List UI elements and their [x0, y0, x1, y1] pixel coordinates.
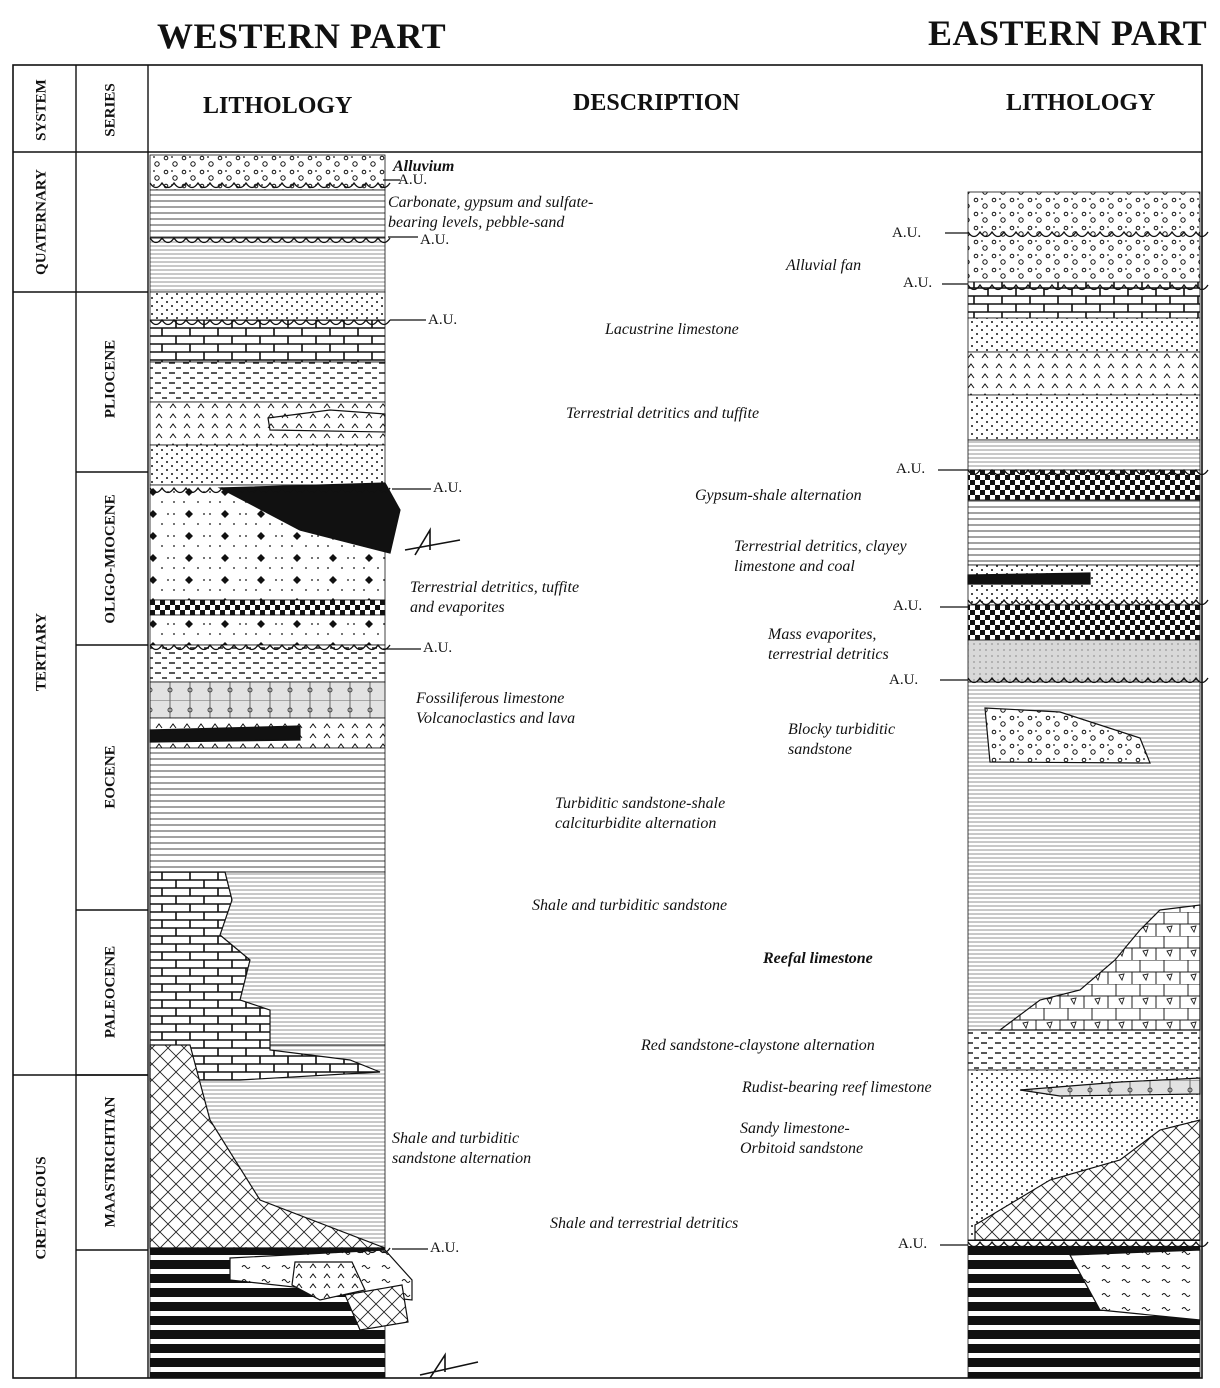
au-label: A.U.: [398, 172, 428, 188]
east-unconformity-4: [967, 676, 1209, 684]
system-column-header: SYSTEM: [33, 79, 50, 141]
east-band-0: [967, 191, 1201, 283]
east-unconformity-5: [967, 1240, 1209, 1248]
west-band-2: [149, 237, 386, 293]
west-tuffite-lens: [267, 409, 386, 433]
east-band-2: [967, 317, 1201, 353]
east-unconformity-0: [967, 230, 1209, 238]
east-coal-lens: [967, 572, 1091, 585]
system-quaternary: QUATERNARY: [33, 169, 50, 275]
desc-alluvium: Alluvium: [393, 158, 455, 175]
east-unconformity-2: [967, 468, 1209, 476]
east-band-8: [967, 564, 1201, 606]
desc-mass-evaporites: Mass evaporites,terrestrial detritics: [768, 626, 889, 663]
lithology-west-header: LITHOLOGY: [203, 93, 353, 119]
au-label: A.U.: [898, 1236, 928, 1252]
west-shale-wedge: [217, 482, 401, 554]
desc-terrestrial-tuffite: Terrestrial detritics and tuffite: [566, 405, 760, 422]
lithology-east-header: LITHOLOGY: [1006, 90, 1156, 116]
west-band-4: [149, 319, 386, 363]
west-fault-marker-2: [419, 1352, 479, 1379]
west-unconformity-0: [149, 181, 391, 189]
east-band-9: [967, 604, 1201, 641]
west-band-5: [149, 361, 386, 403]
series-pliocene: PLIOCENE: [102, 339, 119, 419]
east-band-7: [967, 499, 1201, 566]
east-blocky-sandstone-body: [984, 707, 1151, 764]
west-paleocene-limestone-body: [149, 871, 381, 1081]
east-band-5: [967, 439, 1201, 471]
east-band-4: [967, 394, 1201, 441]
desc-reefal-limestone: Reefal limestone: [763, 950, 873, 967]
au-label: A.U.: [893, 598, 923, 614]
series-maastrichtian: MAASTRICHTIAN: [102, 1096, 119, 1228]
au-label: A.U.: [428, 312, 458, 328]
desc-sandy-limestone: Sandy limestone-Orbitoid sandstone: [740, 1120, 864, 1157]
west-unconformity-5: [149, 1246, 391, 1254]
west-fault-marker-1: [404, 527, 461, 556]
west-unconformity-1: [149, 236, 391, 244]
desc-rudist-reef: Rudist-bearing reef limestone: [742, 1079, 932, 1096]
desc-gypsum-shale: Gypsum-shale alternation: [695, 487, 862, 504]
series-paleocene: PALEOCENE: [102, 945, 119, 1039]
west-band-0: [149, 154, 386, 191]
outer-frame: [12, 64, 1203, 1379]
west-band-12: [149, 681, 386, 719]
east-unconformity-3: [967, 598, 1209, 606]
desc-lacustrine-limestone: Lacustrine limestone: [605, 321, 739, 338]
desc-red-sandstone: Red sandstone-claystone alternation: [641, 1037, 875, 1054]
series-column-header: SERIES: [102, 83, 119, 137]
description-header: DESCRIPTION: [573, 90, 740, 116]
west-lava-lens: [149, 725, 301, 743]
east-cross-body: [974, 1119, 1201, 1241]
east-wavy-body: [1069, 1249, 1201, 1321]
au-label: A.U.: [903, 275, 933, 291]
east-rudist-lens: [1019, 1077, 1201, 1097]
eastern-part-title: EASTERN PART: [928, 13, 1208, 53]
series-oligo-miocene: OLIGO-MIOCENE: [102, 494, 119, 624]
desc-alluvial-fan: Alluvial fan: [786, 257, 862, 274]
west-band-14: [149, 747, 386, 873]
au-label: A.U.: [430, 1240, 460, 1256]
system-tertiary: TERTIARY: [33, 612, 50, 692]
east-unconformity-1: [967, 283, 1209, 291]
system-cretaceous: CRETACEOUS: [33, 1156, 50, 1260]
east-band-6: [967, 469, 1201, 501]
west-unconformity-4: [149, 643, 391, 651]
west-band-11: [149, 644, 386, 683]
au-label: A.U.: [423, 640, 453, 656]
west-band-1: [149, 189, 386, 239]
west-band-7: [149, 444, 386, 486]
desc-shale-terrestrial: Shale and terrestrial detritics: [550, 1215, 739, 1232]
au-label: A.U.: [892, 225, 922, 241]
desc-carbonate-gypsum: Carbonate, gypsum and sulfate-bearing le…: [388, 194, 594, 231]
au-label: A.U.: [889, 672, 919, 688]
au-label: A.U.: [433, 480, 463, 496]
series-eocene: EOCENE: [102, 745, 119, 809]
west-olistolith-2: [344, 1284, 409, 1331]
west-band-3: [149, 291, 386, 321]
west-band-10: [149, 614, 386, 646]
east-reef-limestone-body: [998, 904, 1201, 1031]
east-band-12: [967, 1029, 1201, 1071]
au-label: A.U.: [420, 232, 450, 248]
west-unconformity-3: [149, 486, 391, 494]
west-unconformity-2: [149, 318, 391, 326]
desc-shale-turbiditic: Shale and turbiditic sandstone: [532, 897, 728, 914]
east-band-10: [967, 639, 1201, 683]
east-band-3: [967, 351, 1201, 396]
western-part-title: WESTERN PART: [157, 16, 447, 56]
west-band-9: [149, 599, 386, 616]
west-olistolith-1: [291, 1261, 366, 1301]
au-label: A.U.: [896, 461, 926, 477]
